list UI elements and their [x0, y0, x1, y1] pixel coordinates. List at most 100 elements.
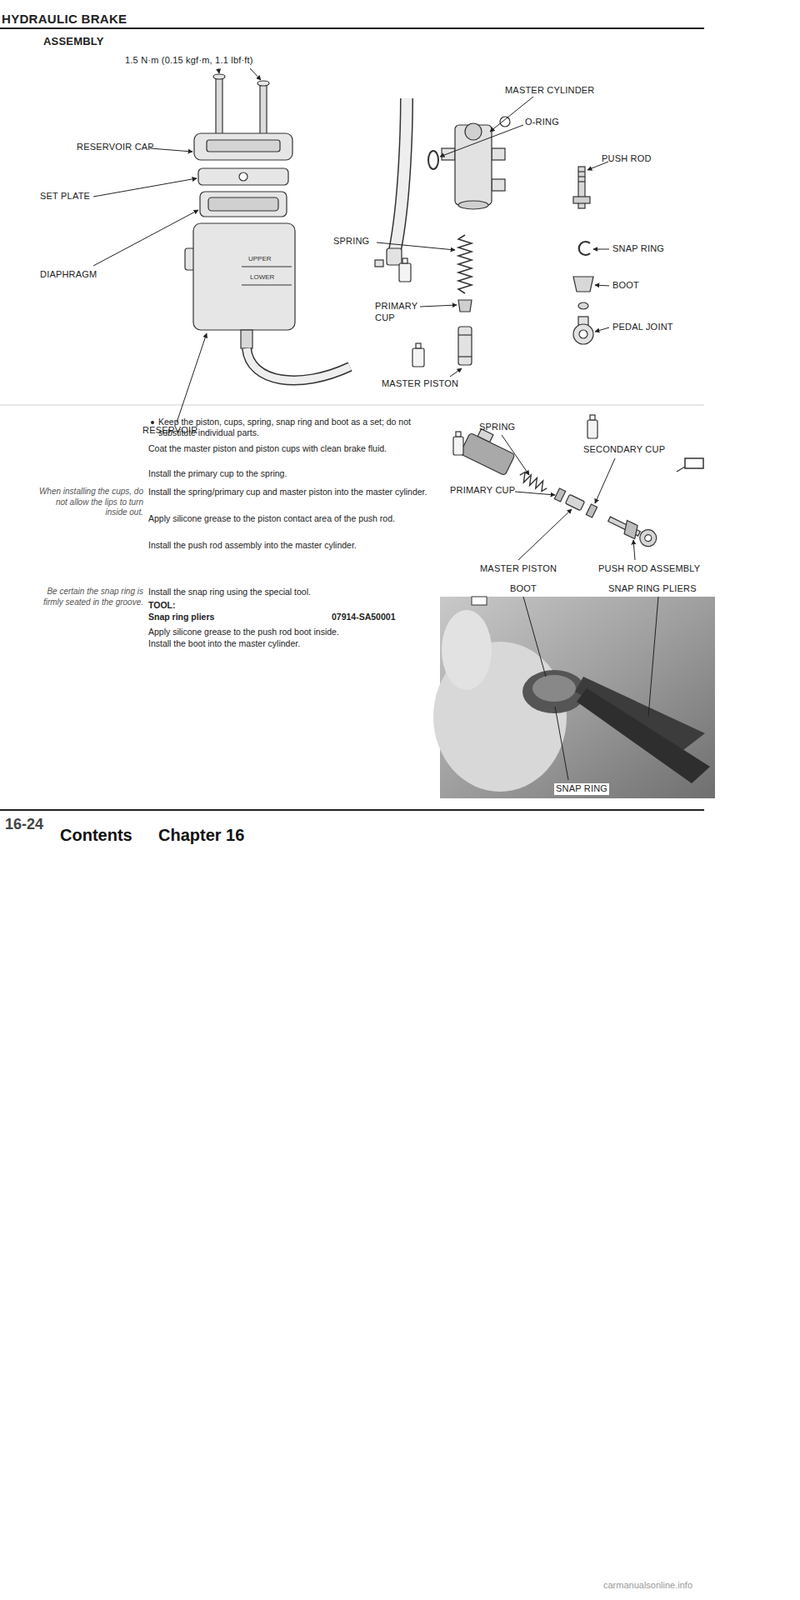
rect-shape — [194, 133, 293, 160]
footer-chapter: Chapter 16 — [158, 825, 245, 846]
rect-shape — [386, 248, 402, 265]
watermark: carmanualsonline.info — [603, 1580, 693, 1592]
line-shape — [93, 210, 199, 266]
line-shape — [501, 435, 530, 475]
line-shape — [595, 285, 610, 286]
circle-shape — [465, 123, 482, 140]
rect-shape — [206, 140, 280, 152]
side-note: Be certain the snap ring is firmly seate… — [33, 586, 144, 608]
part-label: BOOT — [510, 583, 537, 595]
path-shape — [395, 98, 407, 250]
line-shape — [150, 148, 193, 152]
rect-shape — [491, 148, 505, 160]
leader-lines — [93, 68, 261, 423]
path-shape — [573, 276, 594, 292]
line-shape — [450, 368, 462, 377]
rect-shape — [375, 260, 384, 267]
rect-shape — [402, 258, 408, 264]
part-label: MASTER PISTON — [381, 378, 459, 390]
rect-shape — [198, 168, 289, 185]
circle-shape — [239, 172, 248, 181]
instruction-text: Coat the master piston and piston cups w… — [148, 443, 436, 455]
g-shape — [517, 470, 550, 494]
line-shape — [555, 706, 569, 780]
circle-shape — [636, 526, 660, 550]
rect-shape — [441, 148, 455, 160]
g-shape — [605, 511, 660, 550]
instruction-text: Install the primary cup to the spring. — [148, 468, 436, 480]
path-shape — [458, 300, 472, 312]
part-label: SPRING — [333, 235, 370, 248]
leader-lines — [376, 96, 610, 377]
part-label: PRIMARY CUP — [450, 485, 515, 497]
section-heading: ASSEMBLY — [43, 35, 105, 49]
part-label: SPRING — [479, 421, 515, 434]
footer-rule — [0, 809, 705, 811]
ellipse-shape — [441, 610, 492, 690]
reservoir-drawing — [185, 74, 350, 380]
line-shape — [176, 333, 207, 423]
rect-shape — [471, 596, 487, 605]
part-label: RESERVOIR CAP — [76, 141, 155, 154]
photo-snap-ring-install — [433, 596, 715, 799]
rect-shape — [412, 348, 425, 367]
rect-shape — [200, 191, 287, 217]
polyline-shape — [458, 235, 472, 294]
g-shape — [565, 494, 585, 511]
leader-lines — [523, 596, 659, 780]
part-label: O-RING — [525, 116, 560, 129]
instruction-text: Install the snap ring using the special … — [148, 586, 436, 598]
rect-shape — [573, 196, 590, 204]
instruction-text: Keep the piston, cups, spring, snap ring… — [158, 416, 436, 439]
line-shape — [420, 305, 457, 307]
g-shape — [554, 488, 565, 502]
g-shape — [460, 425, 520, 475]
part-label: PUSH ROD — [601, 153, 652, 165]
tool-name: Snap ring pliers — [148, 611, 215, 623]
master-cylinder-drawing — [375, 98, 594, 367]
ellipse-shape — [532, 675, 576, 702]
section-rule — [0, 405, 705, 406]
part-label: MASTER CYLINDER — [505, 85, 595, 97]
part-label: PUSH ROD ASSEMBLY — [598, 563, 700, 575]
line-shape — [250, 68, 261, 80]
line-shape — [440, 125, 524, 157]
part-label: BOOT — [612, 280, 640, 292]
line-shape — [648, 596, 659, 717]
line-shape — [578, 175, 585, 177]
line-shape — [595, 458, 615, 504]
ellipse-shape — [458, 200, 489, 210]
polyline-shape — [517, 470, 550, 494]
rect-shape — [215, 76, 223, 142]
ellipse-shape — [257, 80, 270, 86]
line-shape — [578, 180, 585, 182]
line-shape — [458, 334, 472, 335]
line-shape — [676, 466, 685, 472]
line-shape — [518, 509, 572, 560]
part-label: SNAP RING — [554, 783, 610, 795]
instruction-text: Install the boot into the master cylinde… — [148, 638, 436, 650]
torque-spec: 1.5 N·m (0.15 kgf·m, 1.1 lbf·ft) — [125, 55, 254, 67]
rect-shape — [587, 420, 598, 439]
rect-shape — [460, 432, 515, 475]
rect-shape — [590, 415, 595, 420]
part-label: PRIMARY CUP — [375, 300, 422, 325]
rect-shape — [453, 436, 464, 455]
tool-part-number: 07914-SA50001 — [331, 611, 395, 623]
part-label: SET PLATE — [40, 190, 90, 203]
tool-heading: TOOL: — [148, 600, 175, 611]
line-shape — [241, 284, 292, 285]
side-note: When installing the cups, do not allow t… — [33, 486, 144, 519]
instruction-text: Apply silicone grease to the piston cont… — [148, 513, 436, 525]
line-shape — [218, 68, 220, 74]
part-label: SNAP RING — [612, 243, 665, 255]
page-heading: HYDRAULIC BRAKE — [1, 11, 127, 28]
ellipse-shape — [578, 302, 589, 310]
line-shape — [633, 540, 635, 560]
line-shape — [578, 170, 585, 172]
circle-shape — [643, 533, 653, 543]
line-shape — [241, 265, 292, 267]
rect-shape — [565, 494, 585, 511]
